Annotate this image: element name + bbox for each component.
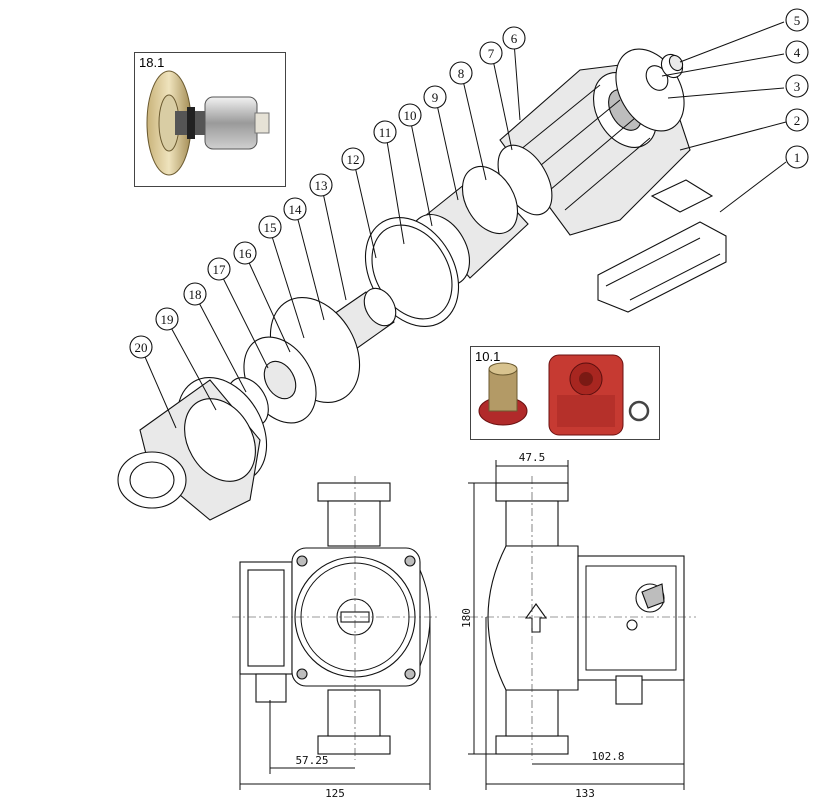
balloon-3: 3 (785, 74, 809, 98)
svg-text:18: 18 (189, 287, 202, 302)
balloon-20: 20 (129, 335, 153, 359)
svg-text:6: 6 (511, 31, 518, 46)
rotor-photo-inset: 18.1 (134, 52, 286, 187)
dimension-lines (239, 460, 685, 790)
balloon-11: 11 (373, 120, 397, 144)
svg-text:15: 15 (264, 220, 277, 235)
balloon-4: 4 (785, 40, 809, 64)
part-balloons: 1 2 3 4 5 6 7 8 9 10 11 12 13 14 15 16 1… (129, 8, 809, 359)
housing-photo (478, 354, 650, 436)
dim-width-side: 133 (575, 787, 595, 800)
balloon-9: 9 (423, 85, 447, 109)
svg-text:16: 16 (239, 246, 253, 261)
balloon-12: 12 (341, 147, 365, 171)
balloon-19: 19 (155, 307, 179, 331)
svg-text:5: 5 (794, 13, 801, 28)
svg-text:4: 4 (794, 45, 801, 60)
svg-text:1: 1 (794, 150, 801, 165)
svg-text:14: 14 (289, 202, 303, 217)
svg-text:20: 20 (135, 340, 148, 355)
side-view (470, 476, 696, 760)
svg-text:8: 8 (458, 66, 465, 81)
dim-offset-right: 102.8 (591, 750, 624, 763)
svg-text:13: 13 (315, 178, 328, 193)
balloon-8: 8 (449, 61, 473, 85)
balloon-13: 13 (309, 173, 333, 197)
plug-screw (660, 53, 684, 79)
rotor-can (409, 166, 529, 286)
housing-inset-label: 10.1 (475, 349, 501, 364)
svg-text:19: 19 (161, 312, 174, 327)
dim-height: 180 (460, 608, 473, 628)
balloon-16: 16 (233, 241, 257, 265)
balloon-17: 17 (207, 257, 231, 281)
terminal-box (597, 179, 727, 313)
front-view (232, 476, 440, 760)
balloon-10: 10 (398, 103, 422, 127)
svg-text:7: 7 (488, 46, 495, 61)
balloon-18: 18 (183, 282, 207, 306)
dim-width-front: 125 (325, 787, 345, 800)
balloon-15: 15 (258, 215, 282, 239)
balloon-5: 5 (785, 8, 809, 32)
rotor-inset-label: 18.1 (139, 55, 165, 70)
balloon-1: 1 (785, 145, 809, 169)
svg-text:9: 9 (432, 90, 439, 105)
svg-text:3: 3 (794, 79, 801, 94)
svg-text:10: 10 (404, 108, 417, 123)
svg-text:12: 12 (347, 152, 360, 167)
balloon-6: 6 (502, 26, 526, 50)
dim-offset-left: 57.25 (295, 754, 328, 767)
dimension-labels: 47.5 180 57.25 125 102.8 133 (295, 451, 624, 800)
housing-photo-inset: 10.1 (470, 346, 660, 440)
svg-text:2: 2 (794, 113, 801, 128)
balloon-7: 7 (479, 41, 503, 65)
svg-text:17: 17 (213, 262, 227, 277)
rotor-photo (146, 70, 270, 176)
balloon-2: 2 (785, 108, 809, 132)
balloon-14: 14 (283, 197, 307, 221)
dim-top-width: 47.5 (519, 451, 546, 464)
leader-lines (141, 21, 787, 429)
svg-text:11: 11 (379, 125, 392, 140)
